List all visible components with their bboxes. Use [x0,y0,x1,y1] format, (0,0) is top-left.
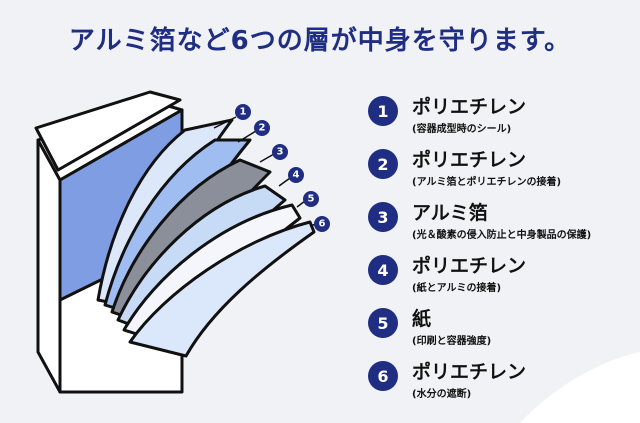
layer-item-2: 2 ポリエチレン (アルミ箔とポリエチレンの接着) [368,143,628,196]
layer-description: (印刷と容器強度) [412,336,492,347]
callout-5: 5 [303,191,319,207]
callout-2-label: 2 [259,123,266,134]
layer-number-badge: 4 [368,255,398,285]
callout-4-label: 4 [293,170,300,181]
callout-3-label: 3 [277,147,284,158]
callout-6-label: 6 [319,219,326,230]
layer-description: (水分の遮断) [412,389,472,400]
layer-description: (光＆酸素の侵入防止と中身製品の保護) [412,230,592,241]
callout-2: 2 [254,120,270,136]
layer-number-badge: 6 [368,361,398,391]
layer-name: ポリエチレン [412,149,527,171]
layer-number-badge: 1 [368,96,398,126]
layer-description: (アルミ箔とポリエチレンの接着) [412,177,562,188]
layer-name: アルミ箔 [412,202,488,224]
callout-3: 3 [272,144,288,160]
layer-number-badge: 2 [368,149,398,179]
callout-1-label: 1 [240,107,247,118]
callout-1: 1 [235,104,251,120]
layer-name: 紙 [412,308,432,330]
layer-name: ポリエチレン [412,255,527,277]
layer-sheet-6 [128,220,316,358]
page-title: アルミ箔など6つの層が中身を守ります。 [68,26,572,56]
layer-item-1: 1 ポリエチレン (容器成型時のシール) [368,90,628,143]
layer-number-badge: 5 [368,308,398,338]
layer-item-6: 6 ポリエチレン (水分の遮断) [368,355,628,408]
layer-description: (容器成型時のシール) [412,124,512,135]
layer-item-5: 5 紙 (印刷と容器強度) [368,302,628,355]
callout-5-label: 5 [308,194,315,205]
callout-4: 4 [288,167,304,183]
layer-name: ポリエチレン [412,361,527,383]
layer-number-badge: 3 [368,202,398,232]
layer-item-3: 3 アルミ箔 (光＆酸素の侵入防止と中身製品の保護) [368,196,628,249]
layer-legend: 1 ポリエチレン (容器成型時のシール) 2 ポリエチレン (アルミ箔とポリエチ… [368,90,628,408]
layer-description: (紙とアルミの接着) [412,283,502,294]
carton-box [36,138,62,394]
layer-name: ポリエチレン [412,96,527,118]
layer-item-4: 4 ポリエチレン (紙とアルミの接着) [368,249,628,302]
callout-6: 6 [314,216,330,232]
